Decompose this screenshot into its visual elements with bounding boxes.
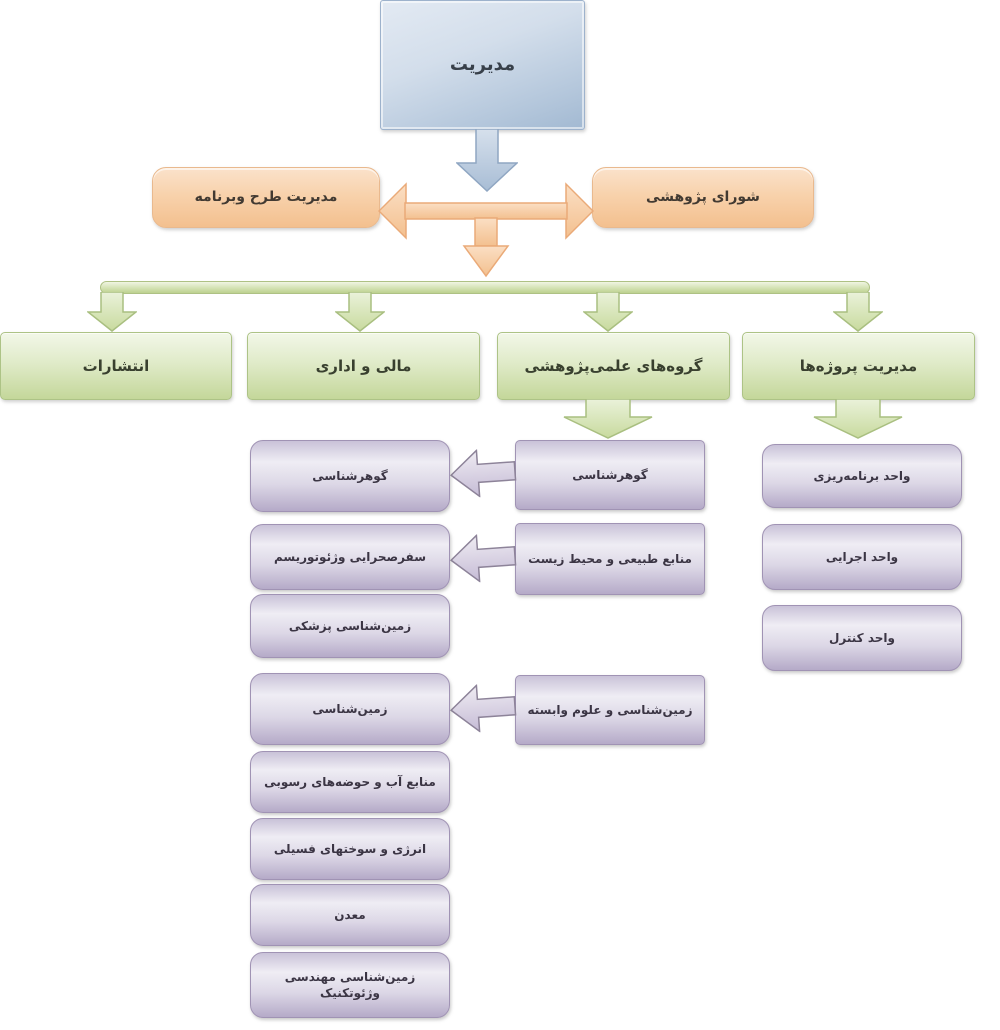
project-management-down-arrow-icon: [813, 399, 903, 439]
level3-distribution-bar: [100, 281, 870, 294]
node-geology-label: زمین‌شناسی: [312, 701, 388, 716]
node-research-council-label: شورای پژوهشی: [646, 189, 760, 206]
node-research-groups-label: گروه‌های علمی‌پژوهشی: [524, 356, 703, 375]
node-geology-related-sciences-label: زمین‌شناسی و علوم وابسته: [527, 702, 693, 717]
node-research-groups: گروه‌های علمی‌پژوهشی: [497, 332, 730, 400]
node-mining-label: معدن: [334, 907, 366, 922]
node-medical-geology-label: زمین‌شناسی پزشکی: [288, 618, 412, 633]
node-control-unit: واحد کنترل: [762, 605, 962, 671]
node-plan-program: مدیریت طرح وبرنامه: [152, 167, 380, 228]
node-control-unit-label: واحد کنترل: [829, 630, 895, 645]
node-publications: انتشارات: [0, 332, 232, 400]
node-management: مدیریت: [380, 0, 585, 130]
node-gemology-group-label: گوهرشناسی: [572, 467, 648, 482]
node-engineering-geology-geotechnics-label: زمین‌شناسی مهندسی وژئوتکنیک: [284, 969, 416, 1000]
node-water-resources-sedimentary-label: منابع آب و حوضه‌های رسوبی: [264, 774, 436, 789]
node-project-management: مدیریت پروژه‌ها: [742, 332, 975, 400]
node-executive-unit: واحد اجرایی: [762, 524, 962, 590]
node-geology-related-sciences: زمین‌شناسی و علوم وابسته: [515, 675, 705, 745]
node-gemology-sub-label: گوهرشناسی: [312, 468, 388, 483]
node-natural-resources-env-label: منابع طبیعی و محیط زیست: [528, 551, 692, 566]
node-field-trip-geotourism-label: سفرصحرایی وژئوتوریسم: [273, 549, 426, 564]
node-mining: معدن: [250, 884, 450, 946]
node-natural-resources-env: منابع طبیعی و محیط زیست: [515, 523, 705, 595]
node-planning-unit: واحد برنامه‌ریزی: [762, 444, 962, 508]
bar-down-arrow-finance: [335, 292, 385, 332]
node-energy-fossil-fuels-label: انرژی و سوختهای فسیلی: [273, 841, 427, 856]
geology-related-left-arrow-icon: [449, 683, 517, 733]
gemology-left-arrow-icon: [449, 448, 517, 498]
node-field-trip-geotourism: سفرصحرایی وژئوتوریسم: [250, 524, 450, 590]
node-plan-program-label: مدیریت طرح وبرنامه: [194, 189, 338, 206]
node-energy-fossil-fuels: انرژی و سوختهای فسیلی: [250, 818, 450, 880]
node-gemology-sub: گوهرشناسی: [250, 440, 450, 512]
node-geology: زمین‌شناسی: [250, 673, 450, 745]
node-publications-label: انتشارات: [82, 356, 150, 375]
bar-down-arrow-research-groups: [583, 292, 633, 332]
node-gemology-group: گوهرشناسی: [515, 440, 705, 510]
node-executive-unit-label: واحد اجرایی: [825, 549, 899, 564]
node-research-council: شورای پژوهشی: [592, 167, 814, 228]
bar-down-arrow-publications: [87, 292, 137, 332]
research-groups-down-arrow-icon: [563, 399, 653, 439]
node-planning-unit-label: واحد برنامه‌ریزی: [813, 468, 911, 483]
node-water-resources-sedimentary: منابع آب و حوضه‌های رسوبی: [250, 751, 450, 813]
level2-double-arrow-icon: [378, 182, 594, 278]
natural-resources-left-arrow-icon: [449, 533, 517, 583]
node-medical-geology: زمین‌شناسی پزشکی: [250, 594, 450, 658]
node-engineering-geology-geotechnics: زمین‌شناسی مهندسی وژئوتکنیک: [250, 952, 450, 1018]
node-finance-admin: مالی و اداری: [247, 332, 480, 400]
bar-down-arrow-projects: [833, 292, 883, 332]
node-finance-admin-label: مالی و اداری: [315, 356, 412, 375]
management-down-arrow-icon: [456, 129, 518, 193]
node-management-label: مدیریت: [449, 53, 516, 75]
node-project-management-label: مدیریت پروژه‌ها: [799, 356, 918, 375]
